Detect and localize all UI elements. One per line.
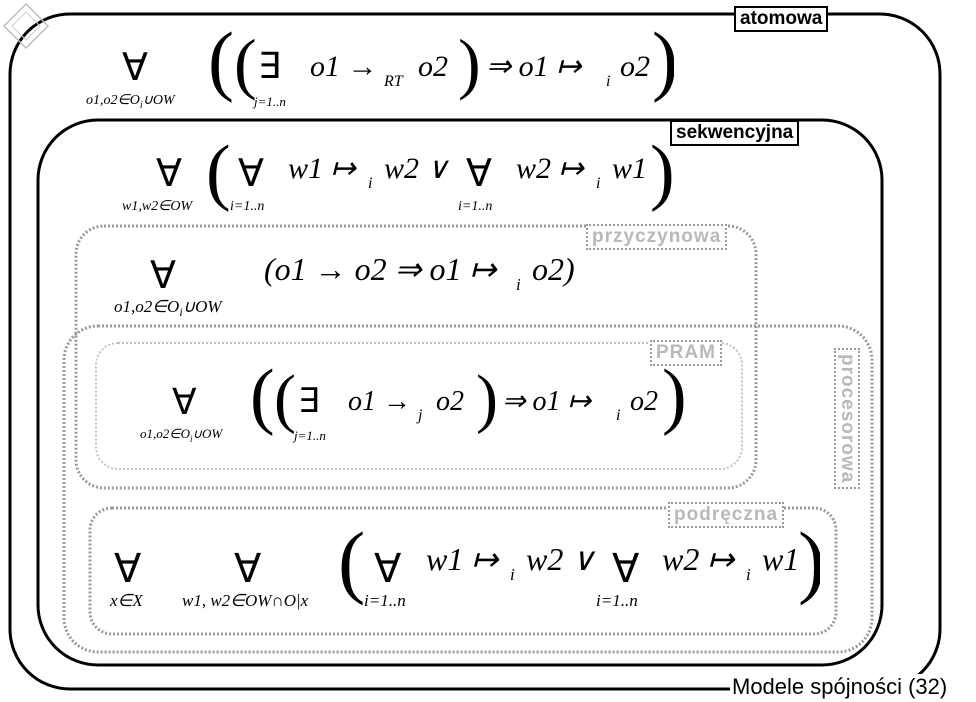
paren-open-inner: ( [234, 30, 257, 101]
forall-subscript: o1,o2∈Oi∪OW [114, 297, 223, 319]
label-procesorowa: procesorowa [834, 348, 860, 490]
paren-close-inner: ) [476, 364, 498, 435]
label-przyczynowa: przyczynowa [586, 224, 728, 250]
exists-subscript: j=1..n [252, 94, 286, 109]
causal-body: (o1 → o2 ⇒ o1 ↦ [264, 251, 497, 287]
term-1: w1 ↦ [288, 152, 358, 185]
maps-subscript: i [606, 73, 610, 90]
label-sekwencyjna: sekwencyjna [670, 120, 800, 146]
formula-atomowa: ∀ o1,o2∈Oi∪OW ( ( ∃ j=1..n o1 → RT o2 ) … [84, 16, 678, 119]
exists-symbol: ∃ [258, 46, 281, 86]
term-2: w2 ∨ [526, 541, 595, 577]
frame-pram [95, 342, 743, 470]
formula-pram: ∀ o1,o2∈Oi∪OW ( ( ∃ j=1..n o1 → j o2 ) ⇒… [140, 355, 700, 453]
forall-symbol: ∀ [156, 153, 182, 195]
term-1-subscript: i [510, 565, 515, 584]
term-3: w2 ↦ [516, 152, 586, 185]
formula-przyczynowa: ∀ o1,o2∈Oi∪OW (o1 → o2 ⇒ o1 ↦ i o2) [112, 244, 612, 325]
paren-close-outer: ) [652, 30, 674, 103]
inner-forall: ∀ [374, 546, 402, 591]
implication-right: o2 [620, 50, 650, 83]
paren-open-outer: ( [250, 364, 275, 437]
term-2: w2 ∨ [384, 152, 450, 185]
frame-procesorowa [62, 324, 874, 654]
exists-symbol: ∃ [298, 383, 319, 420]
forall-subscript: o1,o2∈Oi∪OW [86, 93, 176, 111]
term-3-subscript: i [596, 175, 600, 192]
paren-close-inner: ) [458, 30, 481, 101]
label-pram: PRAM [650, 340, 722, 366]
inner-forall-subscript: i=1..n [364, 591, 406, 610]
relation-right: o2 [436, 386, 464, 417]
term-1: w1 ↦ [426, 541, 499, 577]
forall-x-subscript: x∈X [109, 591, 143, 610]
term-3: w2 ↦ [662, 541, 735, 577]
paren-open-inner: ( [274, 364, 296, 435]
inner-forall-subscript: i=1..n [230, 199, 264, 214]
formula-pram-svg: ∀ o1,o2∈Oi∪OW ( ( ∃ j=1..n o1 → j o2 ) ⇒… [140, 355, 687, 444]
causal-tail: o2) [532, 251, 575, 287]
formula-przyczynowa-svg: ∀ o1,o2∈Oi∪OW (o1 → o2 ⇒ o1 ↦ i o2) [114, 251, 575, 319]
formula-sekwencyjna-svg: ∀ w1,w2∈OW ( ∀ i=1..n w1 ↦ i w2 ∨ ∀ i=1.… [122, 131, 675, 214]
inner-forall: ∀ [238, 153, 264, 195]
implication: ⇒ o1 ↦ [502, 386, 592, 417]
forall-subscript: w1,w2∈OW [122, 199, 193, 214]
relation-subscript: j [416, 407, 423, 424]
paren-close: ) [798, 526, 820, 606]
implication-right: o2 [630, 386, 658, 417]
label-atomowa: atomowa [734, 6, 829, 32]
relation-subscript: RT [383, 73, 404, 90]
term-4: w1 [612, 152, 647, 185]
forall-symbol: ∀ [122, 47, 148, 89]
forall-symbol: ∀ [172, 382, 197, 422]
term-3-subscript: i [746, 565, 751, 584]
forall-x-symbol: ∀ [114, 546, 142, 591]
formula-podreczna: ∀ x∈X ∀ w1, w2∈OW∩O|x ( ∀ i=1..n w1 ↦ i … [108, 515, 825, 623]
relation-left: o1 → [348, 386, 411, 417]
inner-forall-2: ∀ [466, 153, 492, 195]
inner-forall-2-subscript: i=1..n [596, 591, 638, 610]
implication: ⇒ o1 ↦ [486, 50, 583, 83]
forall-w-symbol: ∀ [234, 546, 262, 591]
paren-open: ( [206, 140, 231, 213]
exists-subscript: j=1..n [292, 428, 326, 443]
paren-close-outer: ) [662, 364, 687, 437]
term-4: w1 [762, 541, 799, 577]
paren-close: ) [650, 140, 675, 213]
logo-icon [2, 2, 50, 50]
label-podreczna: podręczna [668, 502, 785, 528]
term-1-subscript: i [368, 175, 372, 192]
relation-left: o1 → [310, 50, 378, 83]
relation-right: o2 [418, 50, 448, 83]
inner-forall-2: ∀ [612, 546, 640, 591]
forall-symbol: ∀ [150, 255, 176, 297]
frame-przyczynowa [74, 224, 758, 490]
maps-subscript: i [616, 407, 620, 424]
forall-w-subscript: w1, w2∈OW∩O|x [182, 591, 309, 610]
frame-sekwencyjna [36, 118, 884, 667]
formula-podreczna-svg: ∀ x∈X ∀ w1, w2∈OW∩O|x ( ∀ i=1..n w1 ↦ i … [109, 515, 825, 610]
formula-sekwencyjna: ∀ w1,w2∈OW ( ∀ i=1..n w1 ↦ i w2 ∨ ∀ i=1.… [118, 131, 678, 225]
maps-subscript: i [516, 275, 521, 294]
forall-subscript: o1,o2∈Oi∪OW [140, 426, 223, 444]
slide-footer: Modele spójności (32) [730, 674, 950, 700]
inner-forall-2-subscript: i=1..n [458, 199, 492, 214]
paren-open-outer: ( [208, 30, 234, 103]
frame-podreczna [88, 506, 838, 636]
formula-atomowa-svg: ∀ o1,o2∈Oi∪OW ( ( ∃ j=1..n o1 → RT o2 ) … [86, 16, 678, 111]
frame-atomowa [8, 12, 942, 691]
paren-open: ( [338, 526, 365, 606]
